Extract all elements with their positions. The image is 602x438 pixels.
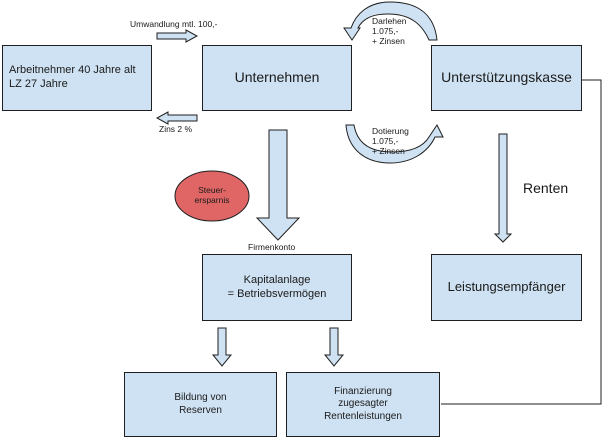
connector-line (441, 79, 602, 405)
darlehen-curved-arrow (343, 1, 438, 41)
kapitalanlage-text: Kapitalanlage = Betriebsvermögen (227, 273, 327, 300)
reserven-text: Bildung von Reserven (174, 392, 227, 416)
darlehen-label: Darlehen 1.075,- + Zinsen (372, 16, 407, 47)
steuerersparnis-ellipse (174, 170, 250, 222)
leistungsempfaenger-text: Leistungsempfänger (447, 279, 566, 295)
firmenkonto-down-arrow (255, 129, 301, 241)
reserven-down-arrow (211, 327, 233, 367)
finanzierung-text: Finanzierung zugesagter Rentenleistungen (324, 385, 402, 422)
renten-down-arrow (493, 133, 513, 243)
umwandlung-arrow (156, 29, 199, 43)
zins-label: Zins 2 % (159, 124, 193, 134)
umwandlung-label: Umwandlung mtl. 100,- (130, 19, 218, 29)
unterstuetzungskasse-box: Unterstützungskasse (431, 45, 582, 111)
dotierung-label: Dotierung 1.075,- + Zinsen (372, 126, 409, 157)
unternehmen-text: Unternehmen (234, 69, 320, 86)
unterstuetzungskasse-text: Unterstützungskasse (441, 69, 572, 86)
zins-arrow (155, 111, 198, 125)
renten-label: Renten (523, 180, 569, 196)
kapitalanlage-box: Kapitalanlage = Betriebsvermögen (202, 254, 352, 321)
reserven-box: Bildung von Reserven (124, 372, 277, 437)
leistungsempfaenger-box: Leistungsempfänger (431, 254, 582, 321)
finanzierung-box: Finanzierung zugesagter Rentenleistungen (286, 372, 440, 437)
unternehmen-box: Unternehmen (202, 45, 352, 111)
arbeitnehmer-text: Arbeitnehmer 40 Jahre alt LZ 27 Jahre (9, 64, 136, 90)
dotierung-curved-arrow (345, 124, 444, 164)
steuerersparnis-label: Steuer- ersparnis (194, 185, 230, 206)
arbeitnehmer-box: Arbeitnehmer 40 Jahre alt LZ 27 Jahre (2, 45, 152, 111)
firmenkonto-label: Firmenkonto (248, 242, 296, 252)
finanzierung-down-arrow (323, 327, 345, 367)
